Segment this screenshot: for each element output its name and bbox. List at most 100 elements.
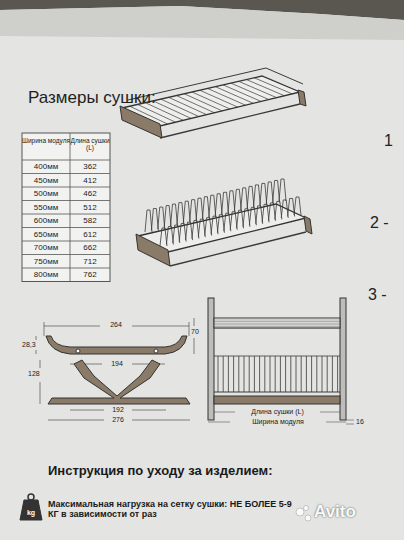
rack-tine	[190, 200, 197, 222]
rack-tine	[237, 210, 244, 228]
drawing-line	[194, 338, 195, 354]
drawing-line	[254, 78, 292, 94]
drawing-line	[264, 356, 265, 392]
drawing-line	[132, 420, 190, 421]
drawing-line	[346, 420, 354, 421]
rack-tine	[279, 179, 286, 201]
size-table	[22, 133, 110, 282]
drawing-line	[215, 87, 253, 104]
page-title: Размеры сушки:	[28, 88, 156, 108]
drawing-line	[218, 356, 219, 392]
drawing-line	[22, 254, 110, 255]
table-cell: 762	[70, 271, 110, 280]
drawing-line	[259, 356, 260, 392]
table-header: Длина сушки (L)	[70, 137, 110, 151]
dimension: 28,3	[22, 341, 50, 349]
drawing-line	[22, 281, 110, 282]
table-cell: 450мм	[22, 177, 70, 186]
rack-tine	[273, 180, 280, 202]
drawing-line	[249, 356, 250, 392]
table-cell: 550мм	[22, 204, 70, 213]
watermark-dot	[305, 515, 311, 521]
step-number: 2 -	[370, 214, 400, 232]
rack-tine	[160, 228, 167, 246]
drawing-line	[332, 356, 333, 392]
rack-tine	[275, 201, 282, 219]
drawing-line	[169, 97, 207, 114]
drawing-line	[231, 83, 269, 99]
drawing-line	[22, 160, 110, 161]
side-panel	[208, 298, 214, 420]
drawing-line	[296, 356, 297, 392]
rack-tine	[262, 204, 269, 222]
rack-tine	[179, 224, 186, 242]
rack-tine	[247, 186, 254, 208]
drawing-line	[214, 392, 340, 393]
table-cell: 750мм	[22, 258, 70, 267]
drawing-line	[275, 356, 276, 392]
drawing-line	[322, 356, 323, 392]
step-number: 1	[384, 132, 398, 150]
drawing-line	[36, 350, 37, 354]
rack-tine	[266, 182, 273, 204]
profile-hole	[76, 349, 80, 353]
table-header: Ширина модуля	[22, 137, 70, 144]
drawing-line	[223, 356, 224, 392]
dimension: Длина сушки (L)	[235, 408, 320, 416]
drawing-line	[40, 360, 41, 368]
drawing-line	[346, 424, 354, 425]
table-cell: 362	[70, 163, 110, 172]
rack-tine	[151, 209, 158, 231]
rack-tine	[171, 204, 178, 226]
drawing-line	[132, 326, 189, 327]
rack-tine	[173, 225, 180, 243]
drawing-line	[208, 88, 246, 105]
drawing-line	[170, 232, 306, 266]
drawing-line	[40, 382, 41, 404]
rack-tine	[211, 216, 218, 234]
rack-tine	[294, 197, 301, 215]
drawing-line	[70, 133, 71, 282]
rack-tine	[241, 188, 248, 210]
table-cell: 612	[70, 231, 110, 240]
drawing-line	[184, 94, 222, 111]
rack-tine	[145, 210, 152, 232]
rack-tine	[177, 203, 184, 225]
rack-tine	[166, 227, 173, 245]
drawing-line	[311, 356, 312, 392]
watermark: Avito	[314, 503, 384, 522]
drawing-line	[214, 324, 340, 325]
watermark-dot	[296, 508, 304, 516]
rack-tine	[192, 221, 199, 239]
drawing-line	[22, 227, 110, 228]
weight-icon-text: kg	[20, 509, 42, 517]
table-cell: 650мм	[22, 231, 70, 240]
rack-tine	[158, 207, 165, 229]
watermark-dot	[304, 506, 309, 511]
table-cell: 400мм	[22, 163, 70, 172]
drawing-line	[200, 90, 238, 107]
drawing-line	[160, 104, 300, 138]
rack-tine	[183, 201, 190, 223]
drawing-line	[70, 410, 104, 411]
table-cell: 512	[70, 204, 110, 213]
drawing-line	[214, 356, 340, 357]
rack-tine	[230, 212, 237, 230]
drawing-line	[194, 318, 195, 326]
drawing-line	[48, 420, 104, 421]
drawing-line	[223, 85, 261, 102]
drawing-line	[153, 101, 191, 119]
load-note: Максимальная нагрузка на сетку сушки: НЕ…	[48, 500, 298, 520]
drawing-line	[239, 81, 277, 97]
drawing-line	[214, 320, 340, 321]
dimension: 16	[356, 418, 370, 426]
table-cell: 662	[70, 244, 110, 253]
drawing-line	[306, 356, 307, 392]
drawing-line	[326, 422, 346, 423]
drawing-line	[161, 99, 199, 116]
step-number: 3 -	[368, 286, 398, 304]
rack-tine	[196, 198, 203, 220]
dimension: 194	[102, 360, 132, 368]
section-heading: Инструкция по уходу за изделием:	[48, 464, 348, 478]
